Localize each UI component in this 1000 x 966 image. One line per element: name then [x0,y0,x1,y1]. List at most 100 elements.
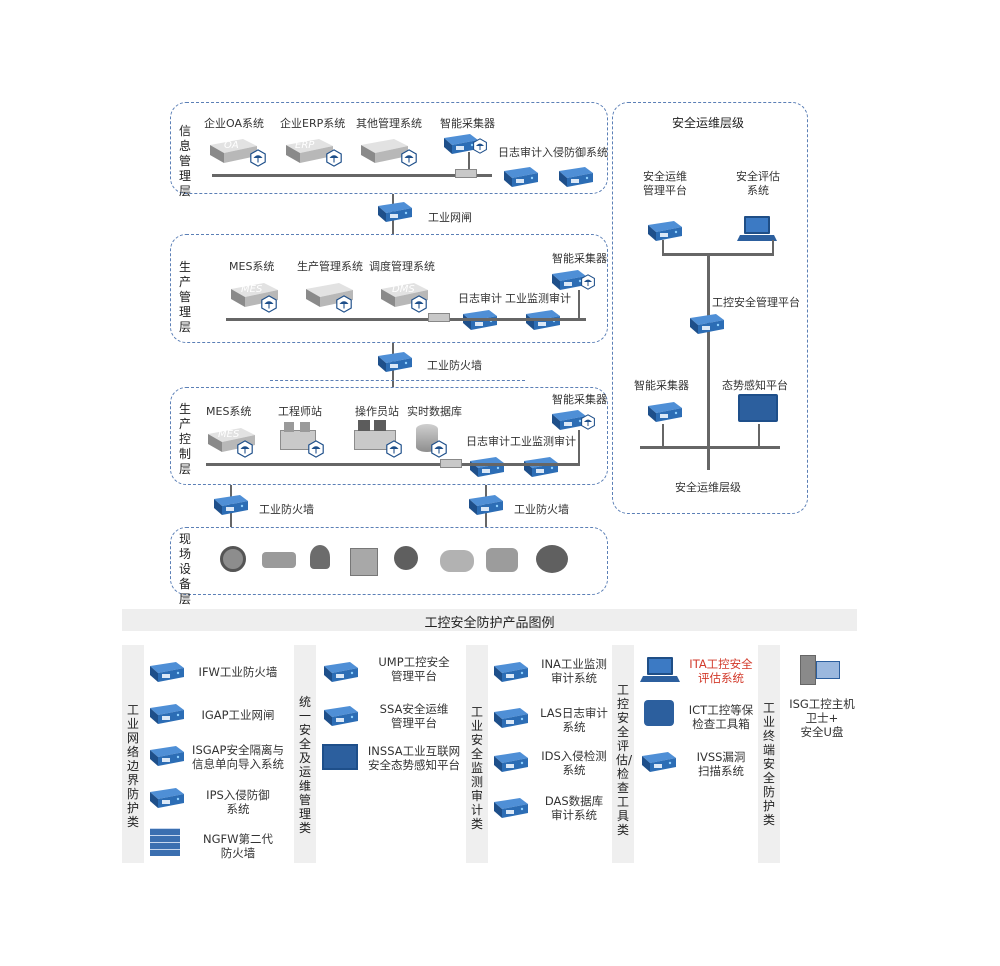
firewall-right-label: 工业防火墙 [514,503,569,516]
ops-situation-label: 态势感知平台 [722,379,788,392]
legend-col5-title: 工业终端安全防护类 [762,701,775,827]
ctrl-engineer-label: 工程师站 [278,405,322,418]
prod-collector-drop [578,290,580,320]
ops-bottom-drop-left [662,424,664,446]
engineer-station-icon[interactable] [276,420,318,450]
prod-monitor-audit-label: 工业监测审计 [505,292,571,305]
legend-ict-toolbox-icon [644,700,674,726]
firewall-left-label: 工业防火墙 [259,503,314,516]
legend-ssa-label: SSA安全运维 管理平台 [379,702,449,730]
ops-bottom-drop-right [758,424,760,446]
ops-platform-icon[interactable] [644,219,684,243]
legend-header: 工控安全防护产品图例 [122,609,857,631]
legend-col5-bar: 工业终端安全防护类 [758,645,780,863]
prod-mes-text: MES [241,284,263,295]
legend-col4-title: 工控安全评估/检查工具类 [616,683,633,837]
ops-top-bus [662,253,774,256]
legend-das-icon [490,796,530,820]
other-shield-icon [400,149,418,167]
info-collector-label: 智能采集器 [440,117,495,130]
field-sensor-icon [394,546,418,570]
info-switch-icon [455,169,477,178]
erp-shield-icon [325,149,343,167]
prod-mes-shield-icon [260,295,278,313]
field-pump-icon [536,545,568,573]
ctrl-bus-line [206,463,580,466]
oa-shield-icon [249,149,267,167]
ops-trunk [707,254,710,470]
ops-eval-label: 安全评估 系统 [736,170,780,197]
info-log-audit-label: 日志审计 [498,146,542,159]
info-layer-label: 信息管理层 [178,124,191,198]
firewall1-label: 工业防火墙 [427,359,482,372]
prod-bus-line [226,318,586,321]
legend-ngfw-icon [150,828,180,856]
ctrl-mes-text: MES [218,429,240,440]
engineer-shield-icon [307,440,325,458]
info-collector-drop [468,152,470,174]
info-log-audit-icon[interactable] [500,165,540,189]
legend-ina-label: INA工业监测 审计系统 [541,657,607,685]
field-gauge-icon [220,546,246,572]
prod-dispatch-label: 调度管理系统 [369,260,435,273]
other-system-label: 其他管理系统 [356,117,422,130]
legend-ict-label: ICT工控等保 检查工具箱 [688,703,754,731]
ops-collector-icon[interactable] [644,400,684,424]
firewall1-icon[interactable] [374,350,414,374]
ctrl-monitor-audit-icon[interactable] [520,455,560,479]
gateway-icon[interactable] [374,200,414,224]
firewall-left-icon[interactable] [210,493,250,517]
legend-ids-label: IDS入侵检测 系统 [541,749,607,777]
legend-las-label: LAS日志审计 系统 [540,706,608,734]
production-layer-label: 生产管理层 [178,260,191,334]
legend-inssa-label: INSSA工业互联网 安全态势感知平台 [367,744,461,772]
oa-system-label: 企业OA系统 [204,117,264,130]
ops-eval-laptop-icon[interactable] [737,214,777,244]
ops-top-drop-right [772,240,774,254]
info-bus-line [212,174,492,177]
field-valve-icon [486,548,518,572]
field-transmitter-icon [310,545,330,569]
legend-ips-label: IPS入侵防御 系统 [206,788,270,816]
control-layer-label: 生产控制层 [178,402,191,476]
ops-ics-mgmt-icon[interactable] [686,312,726,336]
ops-top-drop-left [662,240,664,254]
ops-bottom-label: 安全运维层级 [675,481,741,494]
ctrl-collector-drop [578,430,580,464]
legend-col1-title: 工业网络边界防护类 [126,703,139,829]
ops-panel-title: 安全运维层级 [672,116,745,130]
operator-station-icon[interactable] [352,418,396,450]
legend-las-icon [490,706,530,730]
ops-situation-screen-icon[interactable] [738,394,778,422]
legend-isgap-icon [146,744,186,768]
prod-pms-label: 生产管理系统 [297,260,363,273]
ctrl-collector-label: 智能采集器 [552,393,607,406]
legend-ina-icon [490,660,530,684]
operator-shield-icon [385,440,403,458]
info-ips-label: 入侵防御系统 [542,146,608,159]
ctrl-rtdb-label: 实时数据库 [407,405,462,418]
prod-dms-text: DMS [392,284,415,295]
field-layer-label: 现场设备层 [178,532,191,606]
legend-isg-label: ISG工控主机 卫士+ 安全U盘 [789,697,855,739]
legend-ita-laptop-icon [640,655,680,685]
legend-col2-title: 统一安全及运维管理类 [298,695,311,835]
ctrl-mes-shield-icon [236,440,254,458]
prod-mes-label: MES系统 [229,260,275,273]
gateway-label: 工业网闸 [428,211,472,224]
ctrl-operator-label: 操作员站 [355,405,399,418]
legend-isg-host-icon [800,655,840,685]
firewall-right-icon[interactable] [465,493,505,517]
info-layer-zone [170,102,608,194]
ctrl-log-audit-icon[interactable] [466,455,506,479]
ops-ics-mgmt-label: 工控安全管理平台 [712,296,800,309]
prod-switch-icon [428,313,450,322]
erp-system-label: 企业ERP系统 [280,117,346,130]
prod-pms-shield-icon [335,295,353,313]
ctrl-collector-badge-icon [580,414,596,430]
prod-dispatch-shield-icon [410,295,428,313]
legend-ump-icon [320,660,360,684]
legend-ita-label: ITA工控安全 评估系统 [689,657,753,685]
info-ips-icon[interactable] [555,165,595,189]
legend-ngfw-label: NGFW第二代 防火墙 [203,832,273,860]
